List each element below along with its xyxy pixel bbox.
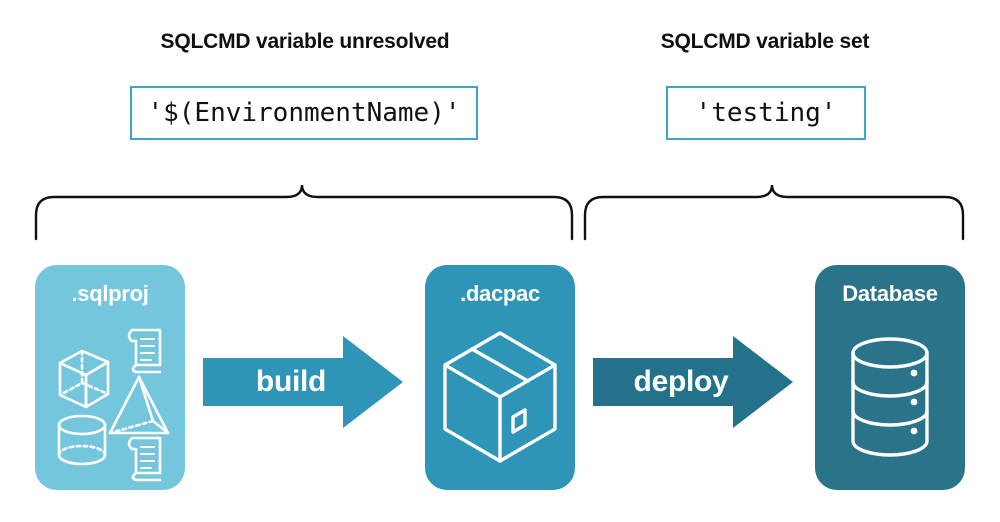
deploy-arrow-shape [593, 336, 793, 428]
arrow-deploy: deploy [593, 336, 793, 428]
brace-deploy-scope [583, 184, 965, 241]
code-value-set: 'testing' [695, 98, 837, 128]
code-box-testing: 'testing' [666, 86, 866, 140]
sqlproj-artwork [57, 328, 170, 482]
arrow-build: build [203, 336, 403, 428]
code-value-unresolved: '$(EnvironmentName)' [147, 98, 461, 128]
heading-sqlcmd-variable-unresolved: SQLCMD variable unresolved [160, 30, 450, 53]
stage-label-dacpac: .dacpac [460, 281, 540, 306]
cube-wireframe-icon [58, 349, 110, 409]
stage-box-sqlproj: .sqlproj [35, 265, 185, 490]
stage-box-dacpac: .dacpac [425, 265, 575, 490]
stage-box-database: Database [815, 265, 965, 490]
cylinder-wireframe-icon [57, 414, 107, 466]
build-arrow-shape [203, 336, 403, 428]
database-artwork [851, 337, 929, 457]
package-box-icon [443, 331, 557, 463]
script-scroll-icon [127, 328, 162, 374]
code-box-environment-name: '$(EnvironmentName)' [130, 86, 478, 140]
brace-build-scope [34, 184, 574, 241]
dacpac-artwork [443, 331, 557, 463]
script-scroll-icon [127, 436, 162, 482]
heading-sqlcmd-variable-set: SQLCMD variable set [660, 30, 870, 53]
pyramid-wireframe-icon [108, 375, 170, 435]
stage-label-database: Database [842, 281, 938, 306]
stage-label-sqlproj: .sqlproj [71, 281, 149, 306]
database-cylinder-icon [851, 337, 929, 457]
